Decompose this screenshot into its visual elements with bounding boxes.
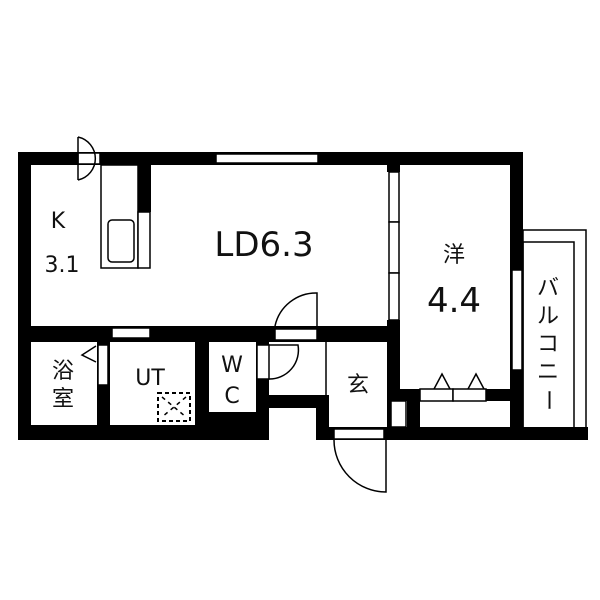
balcony-char-3: コ bbox=[537, 332, 559, 357]
ld-label: LD6.3 bbox=[214, 225, 313, 265]
washing-machine-pan bbox=[157, 392, 191, 422]
doors bbox=[77, 136, 487, 493]
balcony-char-4: ニ bbox=[537, 360, 559, 385]
room-labels: K 3.1 LD6.3 洋 4.4 バ ル コ ニ ー 浴 室 UT W C 玄 bbox=[45, 209, 561, 412]
windows bbox=[111, 153, 523, 371]
kitchen-name: K bbox=[51, 209, 66, 234]
bathroom-char-1: 浴 bbox=[52, 359, 74, 384]
western-room-size: 4.4 bbox=[427, 281, 481, 321]
toilet-char-1: W bbox=[221, 353, 243, 378]
balcony-char-1: バ bbox=[537, 276, 559, 301]
balcony-char-5: ー bbox=[535, 389, 560, 411]
balcony-char-2: ル bbox=[537, 304, 559, 329]
bathroom-char-2: 室 bbox=[52, 387, 74, 412]
entrance-name: 玄 bbox=[347, 373, 369, 398]
walls bbox=[18, 152, 588, 440]
toilet-char-2: C bbox=[224, 384, 239, 409]
western-room-name: 洋 bbox=[443, 243, 465, 268]
balcony bbox=[522, 229, 588, 440]
kitchen-counter bbox=[100, 164, 151, 269]
utility-name: UT bbox=[135, 366, 165, 391]
kitchen-size: 3.1 bbox=[45, 253, 80, 278]
